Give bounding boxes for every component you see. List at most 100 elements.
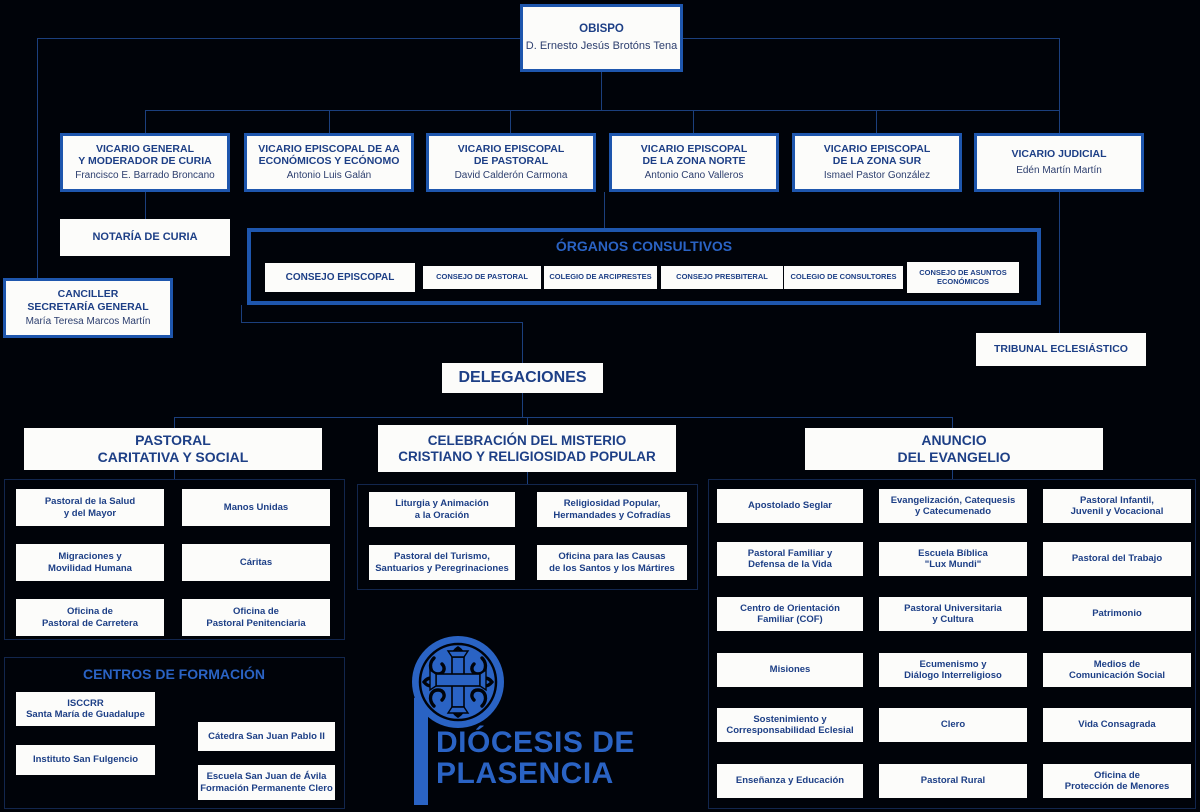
box-area-celebracion[interactable]: CELEBRACIÓN DEL MISTERIO CRISTIANO Y REL… bbox=[378, 425, 676, 472]
box-oficina-causas-santos[interactable]: Oficina para las Causas de los Santos y … bbox=[537, 545, 687, 580]
ann-item-9a: Patrimonio bbox=[1092, 608, 1142, 620]
vicar-name-5: Ismael Pastor González bbox=[823, 170, 931, 182]
connector-vicar-4 bbox=[693, 110, 694, 133]
ann-item-5a: Escuela Bíblica bbox=[918, 547, 988, 559]
box-vicario-judicial[interactable]: VICARIO JUDICIAL Edén Martín Martín bbox=[974, 133, 1144, 192]
formation-item-2a: Instituto San Fulgencio bbox=[32, 754, 139, 766]
box-vicario-zona-norte[interactable]: VICARIO EPISCOPAL DE LA ZONA NORTE Anton… bbox=[609, 133, 779, 192]
box-pastoral-carretera[interactable]: Oficina de Pastoral de Carretera bbox=[16, 599, 164, 636]
box-pastoral-infantil[interactable]: Pastoral Infantil, Juvenil y Vocacional bbox=[1043, 489, 1191, 523]
ann-item-15a: Vida Consagrada bbox=[1078, 719, 1156, 731]
connector-vicar-3 bbox=[510, 110, 511, 133]
box-colegio-consultores[interactable]: COLEGIO DE CONSULTORES bbox=[784, 266, 903, 289]
organos-heading: ÓRGANOS CONSULTIVOS bbox=[247, 234, 1041, 258]
box-oficina-proteccion-menores[interactable]: Oficina de Protección de Menores bbox=[1043, 764, 1191, 798]
celebration-item-3a: Pastoral del Turismo, bbox=[394, 551, 490, 563]
box-pastoral-trabajo[interactable]: Pastoral del Trabajo bbox=[1043, 542, 1191, 576]
canciller-name: María Teresa Marcos Martín bbox=[25, 315, 151, 327]
ann-item-1a: Apostolado Seglar bbox=[748, 500, 832, 512]
connector-celebration-down bbox=[527, 472, 528, 484]
box-colegio-arciprestes[interactable]: COLEGIO DE ARCIPRESTES bbox=[544, 266, 657, 289]
box-vicario-zona-sur[interactable]: VICARIO EPISCOPAL DE LA ZONA SUR Ismael … bbox=[792, 133, 962, 192]
box-migraciones[interactable]: Migraciones y Movilidad Humana bbox=[16, 544, 164, 581]
box-escuela-biblica[interactable]: Escuela Bíblica "Lux Mundi" bbox=[879, 542, 1027, 576]
ann-item-5b: "Lux Mundi" bbox=[924, 559, 982, 570]
box-obispo[interactable]: OBISPO D. Ernesto Jesús Brotóns Tena bbox=[520, 4, 683, 72]
box-pastoral-salud[interactable]: Pastoral de la Salud y del Mayor bbox=[16, 489, 164, 526]
organos-heading-label: ÓRGANOS CONSULTIVOS bbox=[555, 237, 733, 254]
box-clero[interactable]: Clero bbox=[879, 708, 1027, 742]
vicar-title-4b: DE LA ZONA NORTE bbox=[642, 155, 746, 168]
box-caritas[interactable]: Cáritas bbox=[182, 544, 330, 581]
vicar-name-6: Edén Martín Martín bbox=[1016, 164, 1102, 176]
diocese-logo: DIÓCESIS DE PLASENCIA bbox=[398, 636, 668, 808]
box-notaria-curia[interactable]: NOTARÍA DE CURIA bbox=[60, 219, 230, 256]
ann-item-12b: Comunicación Social bbox=[1068, 670, 1166, 681]
box-ensenanza-educacion[interactable]: Enseñanza y Educación bbox=[717, 764, 863, 798]
connector-vicargeneral-notaria bbox=[145, 192, 146, 219]
vicar-title-5b: DE LA ZONA SUR bbox=[832, 155, 922, 168]
box-vicario-economicos[interactable]: VICARIO EPISCOPAL DE AA ECONÓMICOS Y ECÓ… bbox=[244, 133, 414, 192]
box-consejo-presbiteral[interactable]: CONSEJO PRESBITERAL bbox=[661, 266, 783, 289]
ann-item-4a: Pastoral Familiar y bbox=[747, 547, 833, 559]
box-ecumenismo[interactable]: Ecumenismo y Diálogo Interreligioso bbox=[879, 653, 1027, 687]
box-manos-unidas[interactable]: Manos Unidas bbox=[182, 489, 330, 526]
celebration-item-2a: Religiosidad Popular, bbox=[563, 498, 661, 510]
charity-item-6b: Pastoral Penitenciaria bbox=[206, 617, 306, 629]
box-vida-consagrada[interactable]: Vida Consagrada bbox=[1043, 708, 1191, 742]
connector-vicar-1 bbox=[145, 110, 146, 133]
connector-vicars-bus bbox=[145, 110, 1060, 111]
vicar-name-2: Antonio Luis Galán bbox=[286, 170, 372, 182]
connector-area-charity bbox=[174, 417, 175, 428]
box-liturgia-animacion[interactable]: Liturgia y Animación a la Oración bbox=[369, 492, 515, 527]
charity-item-3b: Movilidad Humana bbox=[48, 562, 132, 574]
box-evangelizacion-catequesis[interactable]: Evangelización, Catequesis y Catecumenad… bbox=[879, 489, 1027, 523]
formation-item-3a: Cátedra San Juan Pablo II bbox=[208, 730, 325, 742]
box-instituto-san-fulgencio[interactable]: Instituto San Fulgencio bbox=[16, 745, 155, 775]
box-canciller[interactable]: CANCILLER SECRETARÍA GENERAL María Teres… bbox=[3, 278, 173, 338]
organo-label-3: COLEGIO DE ARCIPRESTES bbox=[549, 272, 652, 282]
ann-item-2b: y Catecumenado bbox=[914, 506, 992, 517]
box-medios-comunicacion[interactable]: Medios de Comunicación Social bbox=[1043, 653, 1191, 687]
box-consejo-episcopal[interactable]: CONSEJO EPISCOPAL bbox=[265, 263, 415, 292]
box-escuela-san-juan-avila[interactable]: Escuela San Juan de Ávila Formación Perm… bbox=[198, 765, 335, 800]
vicar-title-3a: VICARIO EPISCOPAL bbox=[457, 142, 565, 155]
vicar-title-6a: VICARIO JUDICIAL bbox=[1011, 148, 1107, 161]
ann-item-11b: Diálogo Interreligioso bbox=[904, 670, 1002, 681]
box-pastoral-universitaria[interactable]: Pastoral Universitaria y Cultura bbox=[879, 597, 1027, 631]
box-pastoral-penitenciaria[interactable]: Oficina de Pastoral Penitenciaria bbox=[182, 599, 330, 636]
box-consejo-pastoral[interactable]: CONSEJO DE PASTORAL bbox=[423, 266, 541, 289]
ann-item-12a: Medios de bbox=[1093, 658, 1141, 670]
charity-item-1a: Pastoral de la Salud bbox=[44, 496, 136, 508]
box-centro-orientacion-familiar[interactable]: Centro de Orientación Familiar (COF) bbox=[717, 597, 863, 631]
organo-label-2: CONSEJO DE PASTORAL bbox=[436, 272, 528, 282]
box-vicario-pastoral[interactable]: VICARIO EPISCOPAL DE PASTORAL David Cald… bbox=[426, 133, 596, 192]
box-isccrr[interactable]: ISCCRR Santa María de Guadalupe bbox=[16, 692, 155, 726]
box-misiones[interactable]: Misiones bbox=[717, 653, 863, 687]
box-area-pastoral-caritativa[interactable]: PASTORAL CARITATIVA Y SOCIAL bbox=[24, 428, 322, 470]
organo-label-5: COLEGIO DE CONSULTORES bbox=[790, 272, 897, 282]
charity-item-1b: y del Mayor bbox=[63, 507, 117, 519]
box-sostenimiento[interactable]: Sostenimiento y Corresponsabilidad Ecles… bbox=[717, 708, 863, 742]
crozier-cross-emblem-icon bbox=[412, 636, 504, 805]
box-religiosidad-popular[interactable]: Religiosidad Popular, Hermandades y Cofr… bbox=[537, 492, 687, 527]
logo-line-1: DIÓCESIS DE bbox=[436, 726, 635, 759]
celebration-item-1b: a la Oración bbox=[414, 509, 470, 521]
connector-vicar-6 bbox=[1059, 110, 1060, 133]
box-pastoral-rural[interactable]: Pastoral Rural bbox=[879, 764, 1027, 798]
box-vicario-general[interactable]: VICARIO GENERAL Y MODERADOR DE CURIA Fra… bbox=[60, 133, 230, 192]
box-consejo-asuntos-economicos[interactable]: CONSEJO DE ASUNTOS ECONÓMICOS bbox=[907, 262, 1019, 293]
box-pastoral-familiar[interactable]: Pastoral Familiar y Defensa de la Vida bbox=[717, 542, 863, 576]
celebration-item-3b: Santuarios y Peregrinaciones bbox=[375, 562, 509, 574]
box-tribunal-eclesiastico[interactable]: TRIBUNAL ECLESIÁSTICO bbox=[976, 333, 1146, 366]
box-apostolado-seglar[interactable]: Apostolado Seglar bbox=[717, 489, 863, 523]
box-catedra-juan-pablo[interactable]: Cátedra San Juan Pablo II bbox=[198, 722, 335, 751]
vicar-name-4: Antonio Cano Valleros bbox=[644, 170, 744, 182]
vicar-title-3b: DE PASTORAL bbox=[473, 155, 549, 168]
box-pastoral-turismo[interactable]: Pastoral del Turismo, Santuarios y Pereg… bbox=[369, 545, 515, 580]
box-patrimonio[interactable]: Patrimonio bbox=[1043, 597, 1191, 631]
ann-item-17a: Pastoral Rural bbox=[920, 775, 986, 787]
box-delegaciones[interactable]: DELEGACIONES bbox=[442, 363, 603, 393]
ann-item-18a: Oficina de bbox=[1094, 769, 1140, 781]
box-area-anuncio[interactable]: ANUNCIO DEL EVANGELIO bbox=[805, 428, 1103, 470]
